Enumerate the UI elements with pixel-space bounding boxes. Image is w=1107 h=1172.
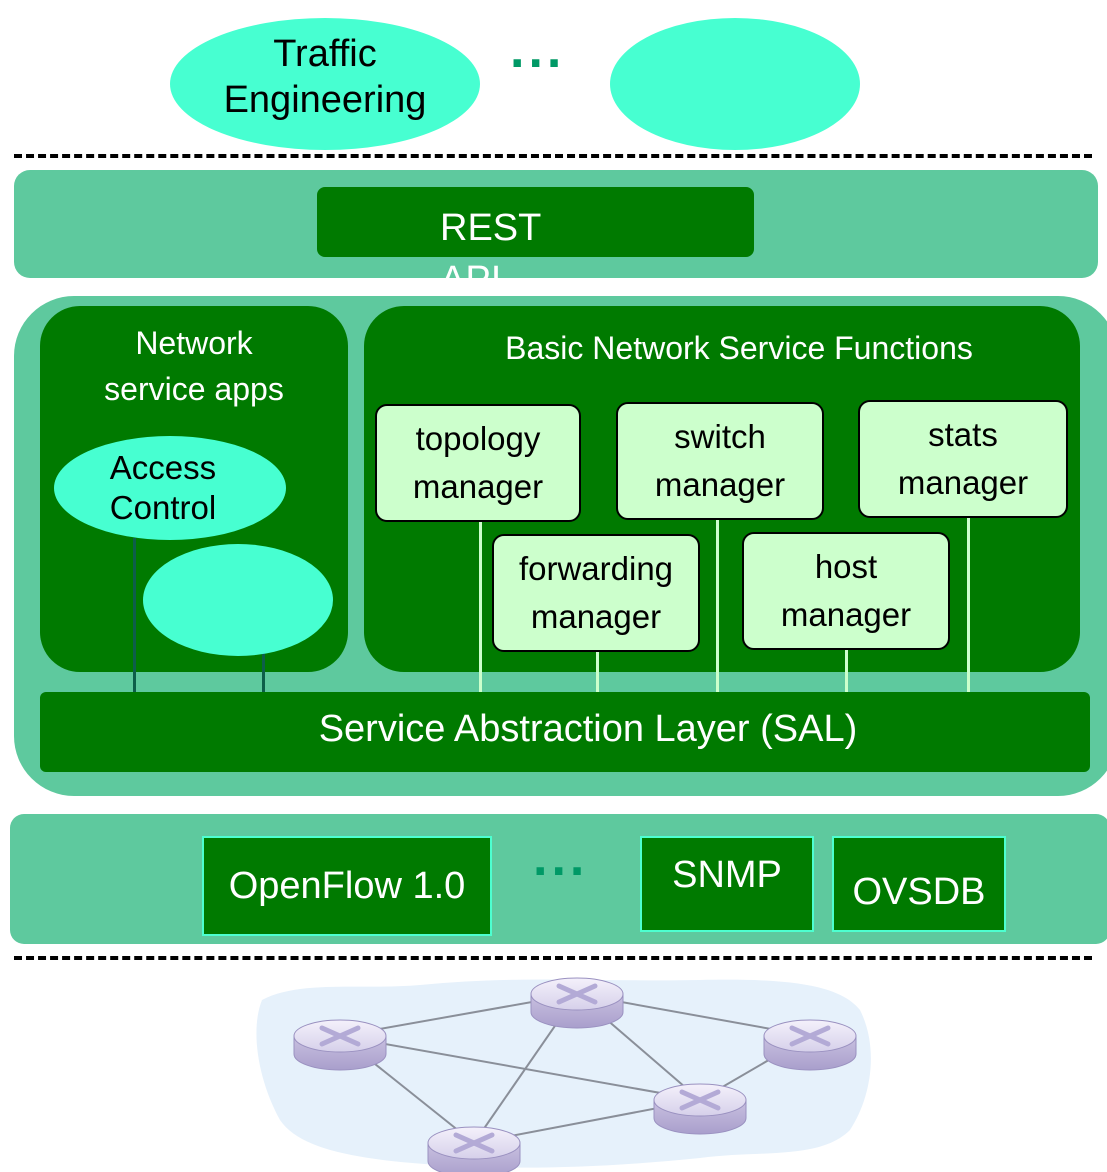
forwarding-manager: forwarding manager	[492, 534, 700, 652]
app-connector	[262, 650, 265, 704]
access-control-label: Access Control	[109, 449, 217, 526]
southbound-separator	[14, 956, 1092, 960]
forwarding-connector	[596, 650, 599, 696]
secondary-app	[143, 544, 333, 656]
openflow-plugin: OpenFlow 1.0	[202, 836, 492, 936]
topology-manager-label: topology manager	[412, 420, 544, 505]
access-control-app: Access Control	[54, 436, 286, 540]
snmp-label: SNMP	[672, 854, 782, 896]
router-icon	[530, 977, 624, 1029]
router-icon	[293, 1019, 387, 1071]
router-icon	[427, 1126, 521, 1172]
ovsdb-plugin: OVSDB	[832, 836, 1006, 932]
openflow-label: OpenFlow 1.0	[228, 864, 466, 907]
forwarding-manager-label: forwarding manager	[518, 550, 674, 635]
sal-label: Service Abstraction Layer (SAL)	[318, 708, 858, 750]
traffic-engineering-app: Traffic Engineering	[170, 18, 480, 150]
host-connector	[845, 648, 848, 706]
host-manager-label: host manager	[780, 548, 912, 633]
apps-ellipsis: ...	[510, 21, 566, 79]
access-control-connector	[133, 538, 136, 704]
snmp-plugin: SNMP	[640, 836, 814, 932]
topology-connector	[479, 520, 482, 696]
protocols-ellipsis: ...	[533, 829, 589, 887]
unnamed-app	[610, 18, 860, 150]
rest-api-label: REST API	[440, 207, 542, 301]
traffic-engineering-label: Traffic Engineering	[223, 33, 427, 121]
rest-api-box	[317, 187, 754, 257]
host-manager: host manager	[742, 532, 950, 650]
switch-connector	[716, 518, 719, 696]
topology-manager: topology manager	[375, 404, 581, 522]
switch-manager: switch manager	[616, 402, 824, 520]
router-icon	[653, 1083, 747, 1135]
stats-connector	[967, 516, 970, 706]
sal-bar	[40, 692, 1090, 772]
switch-manager-label: switch manager	[654, 418, 786, 503]
stats-manager: stats manager	[858, 400, 1068, 518]
router-icon	[763, 1019, 857, 1071]
stats-manager-label: stats manager	[897, 416, 1029, 501]
ovsdb-label: OVSDB	[852, 871, 986, 913]
northbound-separator	[14, 154, 1092, 158]
basic-functions-title: Basic Network Service Functions	[505, 330, 973, 366]
network-service-apps-title: Network service apps	[104, 325, 284, 407]
